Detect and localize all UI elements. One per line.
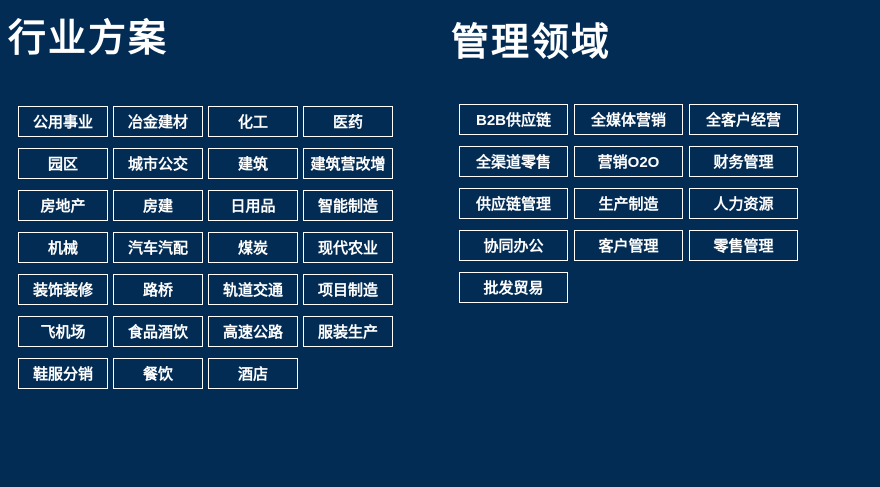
industry-item-button[interactable]: 现代农业 [303, 232, 393, 263]
industry-item-button[interactable]: 医药 [303, 106, 393, 137]
industry-item-button[interactable]: 轨道交通 [208, 274, 298, 305]
industry-item-button[interactable]: 鞋服分销 [18, 358, 108, 389]
management-item-button[interactable]: 批发贸易 [459, 272, 568, 303]
industry-item-button[interactable]: 高速公路 [208, 316, 298, 347]
industry-item-button[interactable]: 煤炭 [208, 232, 298, 263]
management-item-button[interactable]: 人力资源 [689, 188, 798, 219]
industry-item-button[interactable]: 房地产 [18, 190, 108, 221]
industry-item-button[interactable]: 日用品 [208, 190, 298, 221]
industry-item-button[interactable]: 项目制造 [303, 274, 393, 305]
industry-item-button[interactable]: 餐饮 [113, 358, 203, 389]
industry-item-button[interactable]: 装饰装修 [18, 274, 108, 305]
industry-button-grid: 公用事业冶金建材化工医药园区城市公交建筑建筑营改增房地产房建日用品智能制造机械汽… [18, 106, 393, 389]
management-item-button[interactable]: 协同办公 [459, 230, 568, 261]
industry-item-button[interactable]: 智能制造 [303, 190, 393, 221]
industry-item-button[interactable]: 飞机场 [18, 316, 108, 347]
management-item-button[interactable]: 客户管理 [574, 230, 683, 261]
industry-item-button[interactable]: 园区 [18, 148, 108, 179]
management-section-title: 管理领域 [451, 22, 612, 64]
industry-section-title: 行业方案 [8, 18, 169, 60]
industry-item-button[interactable]: 酒店 [208, 358, 298, 389]
management-item-button[interactable]: 生产制造 [574, 188, 683, 219]
management-item-button[interactable]: 全客户经营 [689, 104, 798, 135]
management-item-button[interactable]: 财务管理 [689, 146, 798, 177]
management-item-button[interactable]: 全媒体营销 [574, 104, 683, 135]
management-item-button[interactable]: 零售管理 [689, 230, 798, 261]
industry-item-button[interactable]: 机械 [18, 232, 108, 263]
industry-item-button[interactable]: 汽车汽配 [113, 232, 203, 263]
industry-item-button[interactable]: 城市公交 [113, 148, 203, 179]
industry-item-button[interactable]: 建筑营改增 [303, 148, 393, 179]
management-item-button[interactable]: 全渠道零售 [459, 146, 568, 177]
industry-item-button[interactable]: 建筑 [208, 148, 298, 179]
industry-item-button[interactable]: 服装生产 [303, 316, 393, 347]
industry-item-button[interactable]: 房建 [113, 190, 203, 221]
management-item-button[interactable]: B2B供应链 [459, 104, 568, 135]
industry-item-button[interactable]: 路桥 [113, 274, 203, 305]
industry-item-button[interactable]: 食品酒饮 [113, 316, 203, 347]
industry-item-button[interactable]: 冶金建材 [113, 106, 203, 137]
management-item-button[interactable]: 营销O2O [574, 146, 683, 177]
industry-item-button[interactable]: 化工 [208, 106, 298, 137]
management-item-button[interactable]: 供应链管理 [459, 188, 568, 219]
industry-item-button[interactable]: 公用事业 [18, 106, 108, 137]
